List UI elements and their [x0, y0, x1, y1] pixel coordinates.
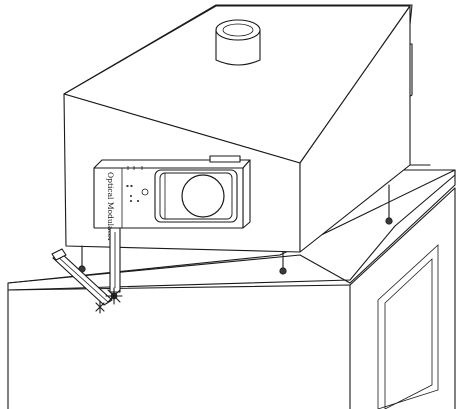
shelf-top-edge-front — [7, 254, 351, 284]
cabinet-door-outer — [377, 244, 439, 409]
sensor-star-icon — [95, 300, 105, 314]
panel-tiny-text: ▪ ▪ — [126, 183, 133, 188]
arm-cap — [51, 248, 67, 261]
cabinet-right-edge — [349, 187, 456, 409]
knob-icon — [141, 188, 149, 196]
sensor-arm — [51, 227, 123, 314]
optical-modulator: Optical Modulator ▪ ▪ — [93, 155, 251, 242]
modulator-top-notch — [209, 155, 241, 163]
cabinet-front-edge — [7, 284, 351, 409]
modulator-lens — [181, 174, 225, 218]
modulator-right — [242, 159, 251, 229]
chimney-pipe-icon — [215, 19, 261, 66]
power-led-icon — [130, 195, 139, 202]
sensor-star-icon — [105, 287, 123, 305]
screw-foot-icon — [385, 184, 393, 225]
screw-foot-icon — [279, 251, 287, 275]
cabinet-door-inner — [384, 258, 433, 409]
top-ticks — [127, 166, 143, 170]
screw-foot-icon — [78, 245, 86, 273]
device-label: Optical Modulator — [106, 172, 115, 242]
